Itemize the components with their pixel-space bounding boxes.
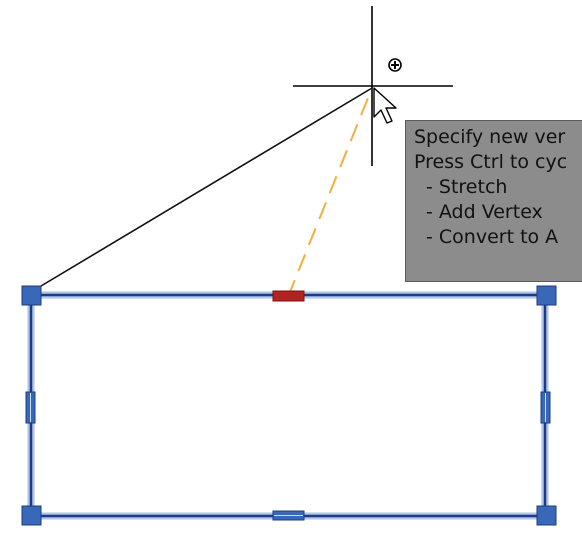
plus-badge-icon xyxy=(388,58,402,72)
tooltip-line-ctrl-cycle: Press Ctrl to cyc xyxy=(414,151,568,173)
tooltip-line-specify: Specify new ver xyxy=(414,126,566,148)
arrow-pointer-icon xyxy=(373,87,397,124)
tooltip-option-stretch: - Stretch xyxy=(426,176,508,198)
crosshair-cursor-icon xyxy=(293,6,453,166)
grip-options-tooltip: Specify new ver Press Ctrl to cyc - Stre… xyxy=(405,120,582,282)
vertex-grip-bottom-left[interactable] xyxy=(21,505,42,526)
rubber-band-line xyxy=(287,87,373,298)
preview-segment-left xyxy=(30,87,373,293)
rectangle-polyline[interactable] xyxy=(29,293,547,518)
tooltip-option-add-vertex: - Add Vertex xyxy=(426,201,543,223)
vertex-grip-bottom-right[interactable] xyxy=(536,505,557,526)
vertex-grip-top-left[interactable] xyxy=(21,285,42,306)
rectangle-selection-glow xyxy=(27,291,549,520)
vertex-grip-top-right[interactable] xyxy=(536,285,557,306)
tooltip-option-convert-to-arc: - Convert to A xyxy=(426,226,559,248)
midpoint-grip-top-active[interactable] xyxy=(272,290,305,302)
